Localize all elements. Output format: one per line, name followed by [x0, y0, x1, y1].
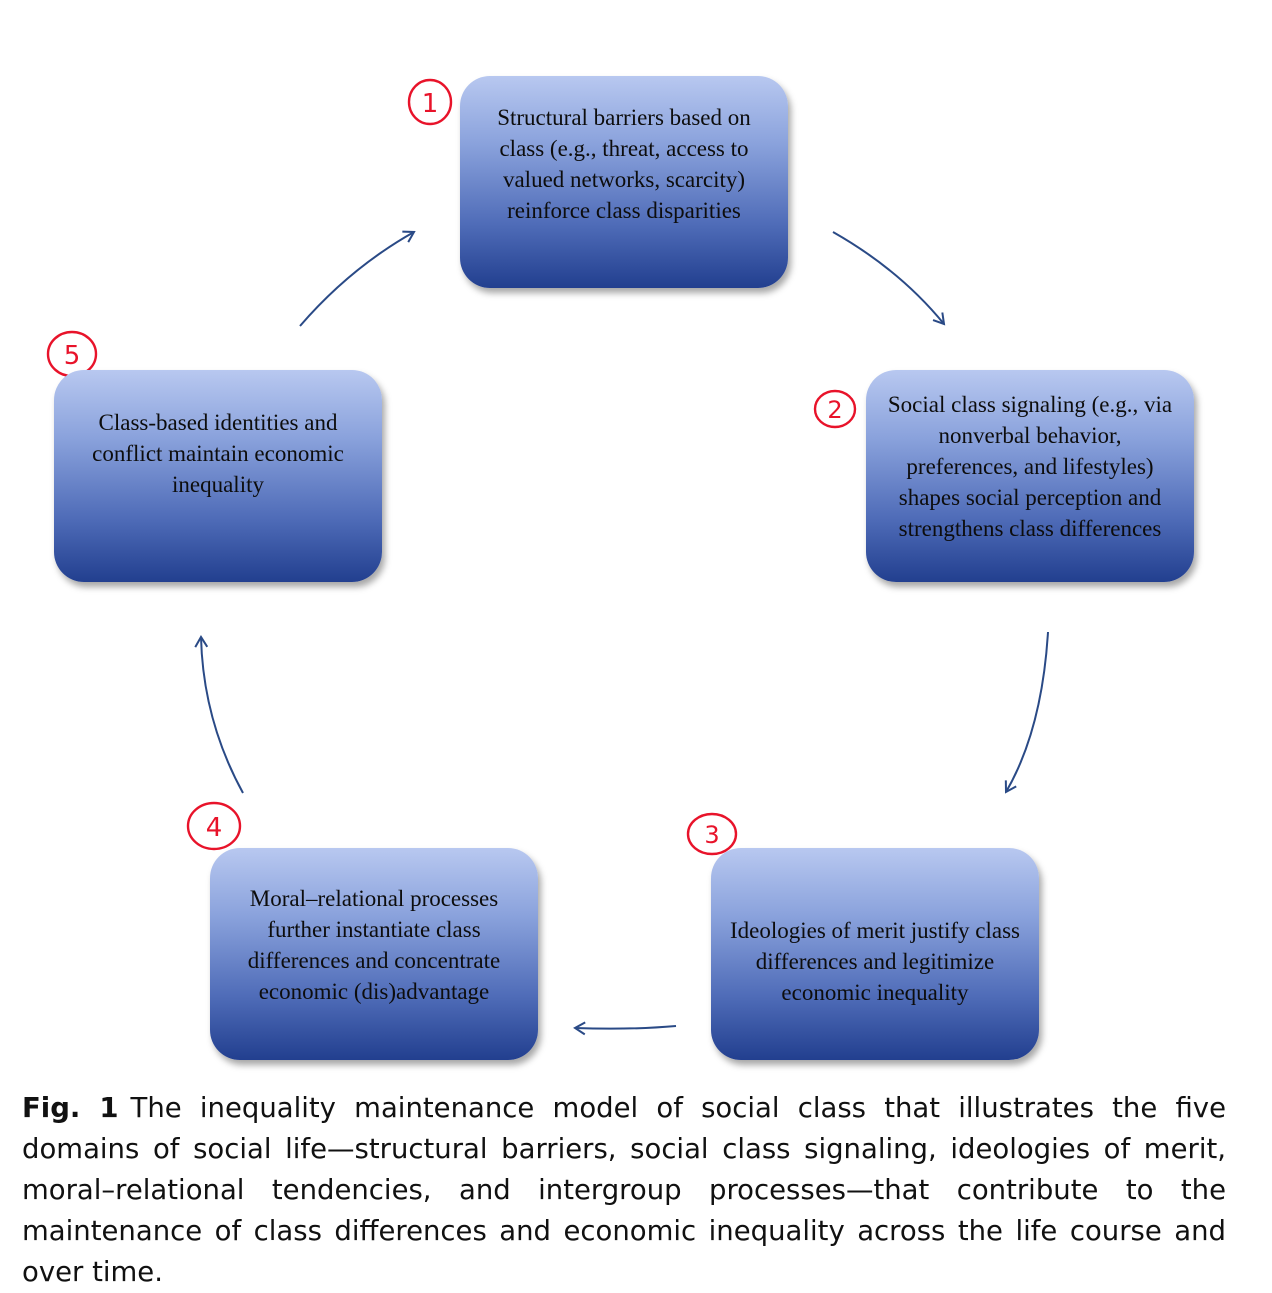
arrow-2-to-3 [1004, 631, 1049, 794]
marker-3-label: 3 [704, 821, 719, 849]
marker-2-label: 2 [827, 396, 842, 424]
marker-2: 2 [813, 389, 857, 429]
box-ideologies-of-merit: Ideologies of merit justify class differ… [711, 848, 1039, 1060]
box-ideologies-of-merit-text: Ideologies of merit justify class differ… [730, 917, 1020, 1005]
box-class-based-identities: Class-based identities and conflict main… [54, 370, 382, 582]
marker-1: 1 [407, 78, 453, 126]
arrow-1-to-2 [832, 231, 946, 326]
diagram-overlay: 1 2 3 4 5 [46, 78, 1049, 1036]
diagram: 1 2 3 4 5 Structural barriers based on c… [22, 76, 1226, 1288]
marker-1-label: 1 [422, 89, 439, 119]
marker-4-label: 4 [206, 813, 223, 843]
box-class-based-identities-text: Class-based identities and conflict main… [92, 409, 344, 497]
arrow-3-to-4 [573, 1021, 677, 1036]
box-social-class-signaling-text: Social class signaling (e.g., via nonver… [887, 391, 1173, 541]
figure-caption-text: The inequality maintenance model of soci… [22, 1092, 1226, 1288]
arrow-5-to-1 [299, 230, 416, 327]
box-structural-barriers-text: Structural barriers based on class (e.g.… [497, 105, 751, 223]
marker-4: 4 [186, 801, 242, 851]
arrow-4-to-5 [194, 635, 244, 794]
box-moral-relational-processes-text: Moral–relational processes further insta… [247, 886, 501, 1004]
box-structural-barriers: Structural barriers based on class (e.g.… [460, 76, 788, 288]
marker-5-label: 5 [64, 341, 81, 371]
figure-caption-label: Fig. 1 [22, 1092, 119, 1124]
box-social-class-signaling: Social class signaling (e.g., via nonver… [866, 370, 1194, 582]
marker-3: 3 [686, 812, 738, 856]
box-moral-relational-processes: Moral–relational processes further insta… [210, 848, 538, 1060]
